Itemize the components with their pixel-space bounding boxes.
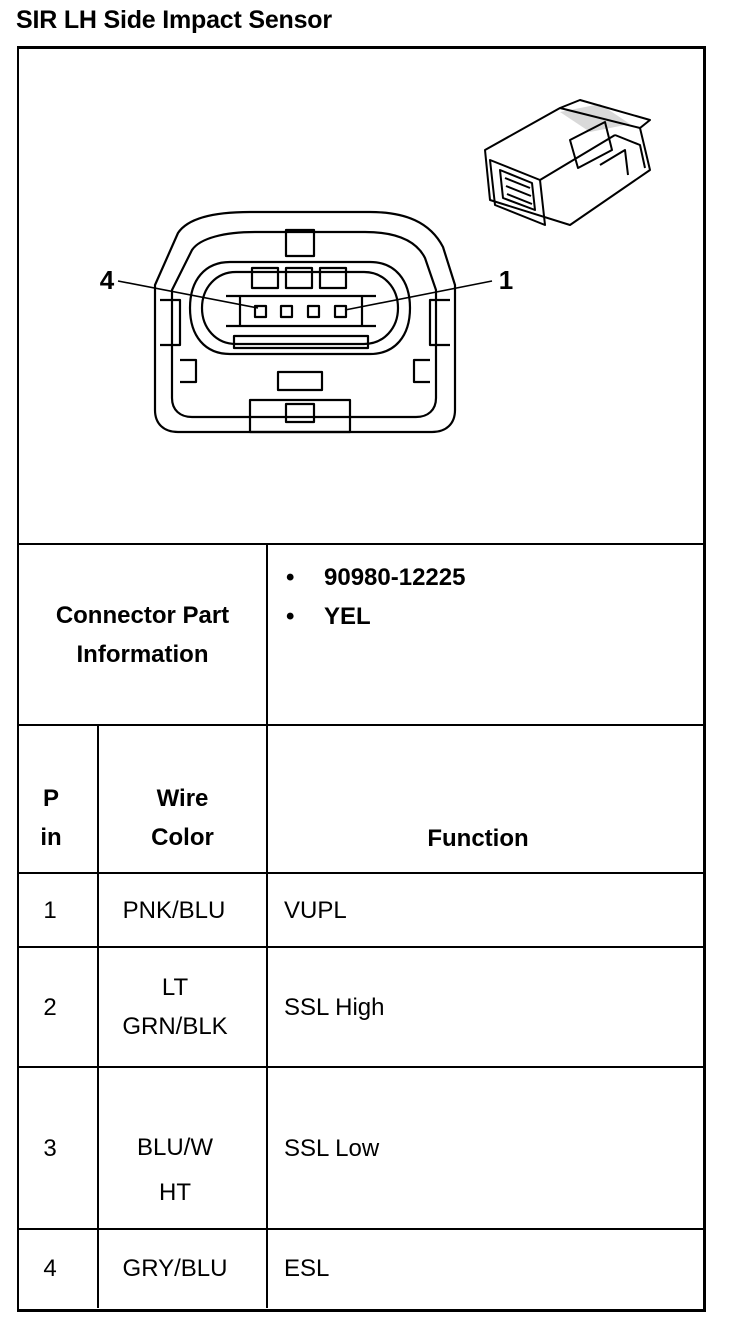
divider	[266, 543, 268, 1308]
connector-diagram	[117, 99, 651, 434]
pin-cell: 1	[43, 896, 57, 924]
wire-color-cell: LT GRN/BLK	[122, 974, 228, 1040]
divider	[17, 724, 703, 726]
function-cell: VUPL	[284, 896, 347, 924]
divider	[17, 1066, 703, 1068]
function-cell: SSL Low	[284, 1134, 380, 1162]
function-cell: SSL High	[284, 993, 385, 1021]
header-pin: P in	[40, 785, 62, 851]
function-cell: ESL	[284, 1254, 330, 1282]
divider	[17, 946, 703, 948]
pin-cell: 3	[43, 1134, 57, 1162]
list-item: •YEL	[286, 603, 371, 630]
divider	[97, 724, 99, 1308]
connector-info-list: •90980-12225 •YEL	[286, 558, 465, 636]
connector-table	[17, 46, 706, 1312]
connector-info-label: Connector Part Information	[55, 601, 230, 668]
pin-cell: 2	[43, 993, 57, 1021]
header-wire-color: Wire Color	[151, 785, 214, 851]
divider	[17, 1228, 703, 1230]
header-function: Function	[427, 824, 529, 852]
divider	[17, 543, 703, 545]
wire-color-cell: BLU/W HT	[136, 1134, 213, 1206]
divider	[17, 872, 703, 874]
page-title: SIR LH Side Impact Sensor	[16, 6, 332, 34]
wire-color-cell: PNK/BLU	[122, 896, 226, 924]
pin-label-4: 4	[99, 264, 115, 295]
list-item: •90980-12225	[286, 564, 466, 591]
pin-cell: 4	[43, 1254, 57, 1282]
pin-label-1: 1	[498, 264, 514, 295]
wire-color-cell: GRY/BLU	[122, 1254, 228, 1282]
